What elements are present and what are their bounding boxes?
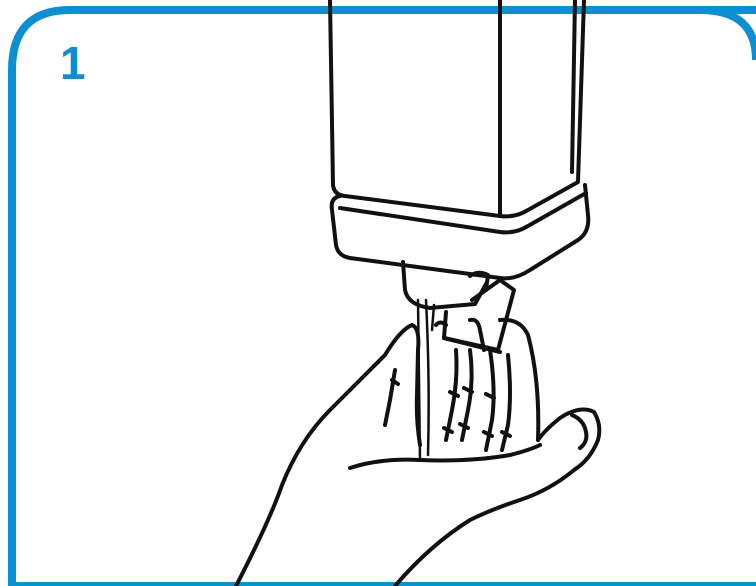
hand	[236, 320, 599, 586]
dispenser	[330, 0, 588, 352]
frame-border	[12, 10, 756, 586]
frame-border-right	[700, 10, 756, 60]
step-number: 1	[60, 40, 86, 86]
